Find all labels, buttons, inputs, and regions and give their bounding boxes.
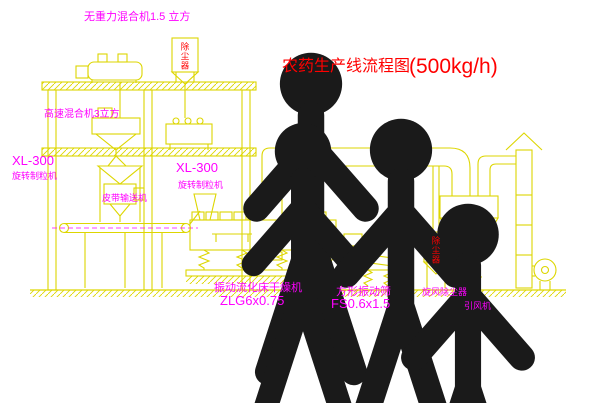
gravity-mixer-label: 无重力混合机1.5 立方 [84,9,190,23]
worker-platform [212,233,252,242]
induced-draft-fan [532,258,557,290]
gravity-mixer [75,53,143,118]
granulator-mid-model-label: XL-300 [176,160,218,175]
fan-label: 引风机 [464,300,491,311]
cyclone-label: 旋风除尘器 [422,286,467,297]
belt-conveyor [58,210,201,288]
labels: 农药生产线流程图 (500kg/h) 无重力混合机1.5 立方 高速混合机3立方… [12,9,498,311]
feed-hopper [193,193,217,221]
drawing-title: 农药生产线流程图 [282,57,410,75]
people [252,51,600,403]
dust-collector-top-text: 除尘器 [180,41,190,70]
exhaust-stack [505,132,543,289]
square-sieve-label: 方形振动筛 [336,284,391,298]
fluid-bed-dryer-label: 振动流化床干燥机 [214,280,302,294]
drawing-title-capacity: (500kg/h) [409,55,498,78]
mixer-granulator [165,117,213,150]
belt-conveyor-label: 皮带输送机 [102,192,147,203]
square-sieve-model-label: FS0.6x1.5 [331,296,390,311]
granulator-left-model-label: XL-300 [12,153,54,168]
granulator-mid-name-label: 旋转制粒机 [178,179,223,190]
dust-collector-top [170,37,200,118]
person-figure [591,250,600,403]
granulator [96,155,145,222]
dust-collector-right-text: 除尘器 [431,235,441,264]
high-speed-mixer-label: 高速混合机3立方 [44,107,120,120]
building-structure [41,81,257,291]
high-speed-mixer [91,107,141,156]
granulator-left-name-label: 旋转制粒机 [12,170,57,181]
fluid-bed-dryer-model-label: ZLG6x0.75 [220,293,284,308]
